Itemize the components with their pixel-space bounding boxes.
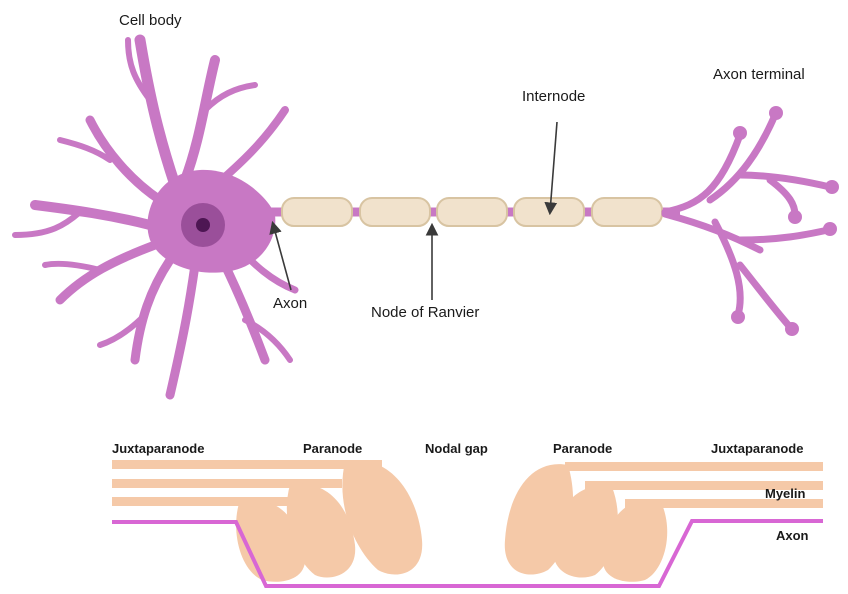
myelin-segment [437, 198, 507, 226]
paranodal-loops-left [236, 461, 422, 582]
myelin-segment [514, 198, 584, 226]
myelin-label: Myelin [765, 486, 805, 501]
myelin-sheaths [282, 198, 662, 226]
juxtaparanode-right-label: Juxtaparanode [711, 441, 803, 456]
axon-label: Axon [273, 295, 307, 312]
paranode-left-label: Paranode [303, 441, 362, 456]
axon-terminal-branches [665, 115, 830, 327]
nucleolus [196, 218, 210, 232]
axon-membrane-line [112, 521, 823, 586]
myelin-segment [360, 198, 430, 226]
node-detail [112, 460, 823, 586]
myelin-segment [592, 198, 662, 226]
axon-terminal-boutons [731, 106, 839, 336]
neuron-illustration [15, 40, 839, 395]
internode-label: Internode [522, 88, 585, 105]
axon-detail-label: Axon [776, 528, 809, 543]
myelin-lamellae [112, 460, 823, 508]
nodal-gap-label: Nodal gap [425, 441, 488, 456]
myelin-segment [282, 198, 352, 226]
juxtaparanode-left-label: Juxtaparanode [112, 441, 204, 456]
paranode-right-label: Paranode [553, 441, 612, 456]
cell-body-label: Cell body [119, 12, 182, 29]
axon-terminal-label: Axon terminal [713, 66, 805, 83]
node-of-ranvier-label: Node of Ranvier [371, 304, 479, 321]
